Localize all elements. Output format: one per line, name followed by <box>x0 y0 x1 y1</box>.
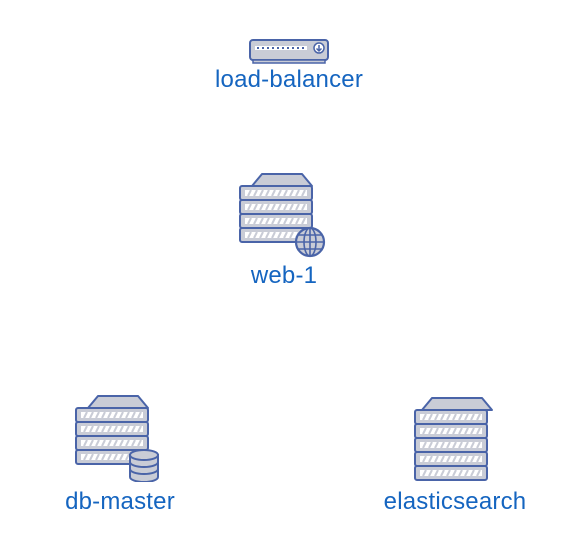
web-server-icon <box>239 173 326 258</box>
node-label: db-master <box>65 488 175 515</box>
node-web-1[interactable]: web-1 <box>184 172 384 290</box>
node-label: load-balancer <box>214 66 364 93</box>
node-label: elasticsearch <box>383 488 527 515</box>
node-label: web-1 <box>250 262 318 289</box>
server-icon <box>414 397 493 481</box>
database-server-icon <box>75 395 159 482</box>
node-elasticsearch[interactable]: elasticsearch <box>355 396 555 516</box>
node-load-balancer[interactable]: load-balancer <box>176 36 402 94</box>
load-balancer-icon <box>249 39 329 64</box>
node-db-master[interactable]: db-master <box>20 394 220 516</box>
